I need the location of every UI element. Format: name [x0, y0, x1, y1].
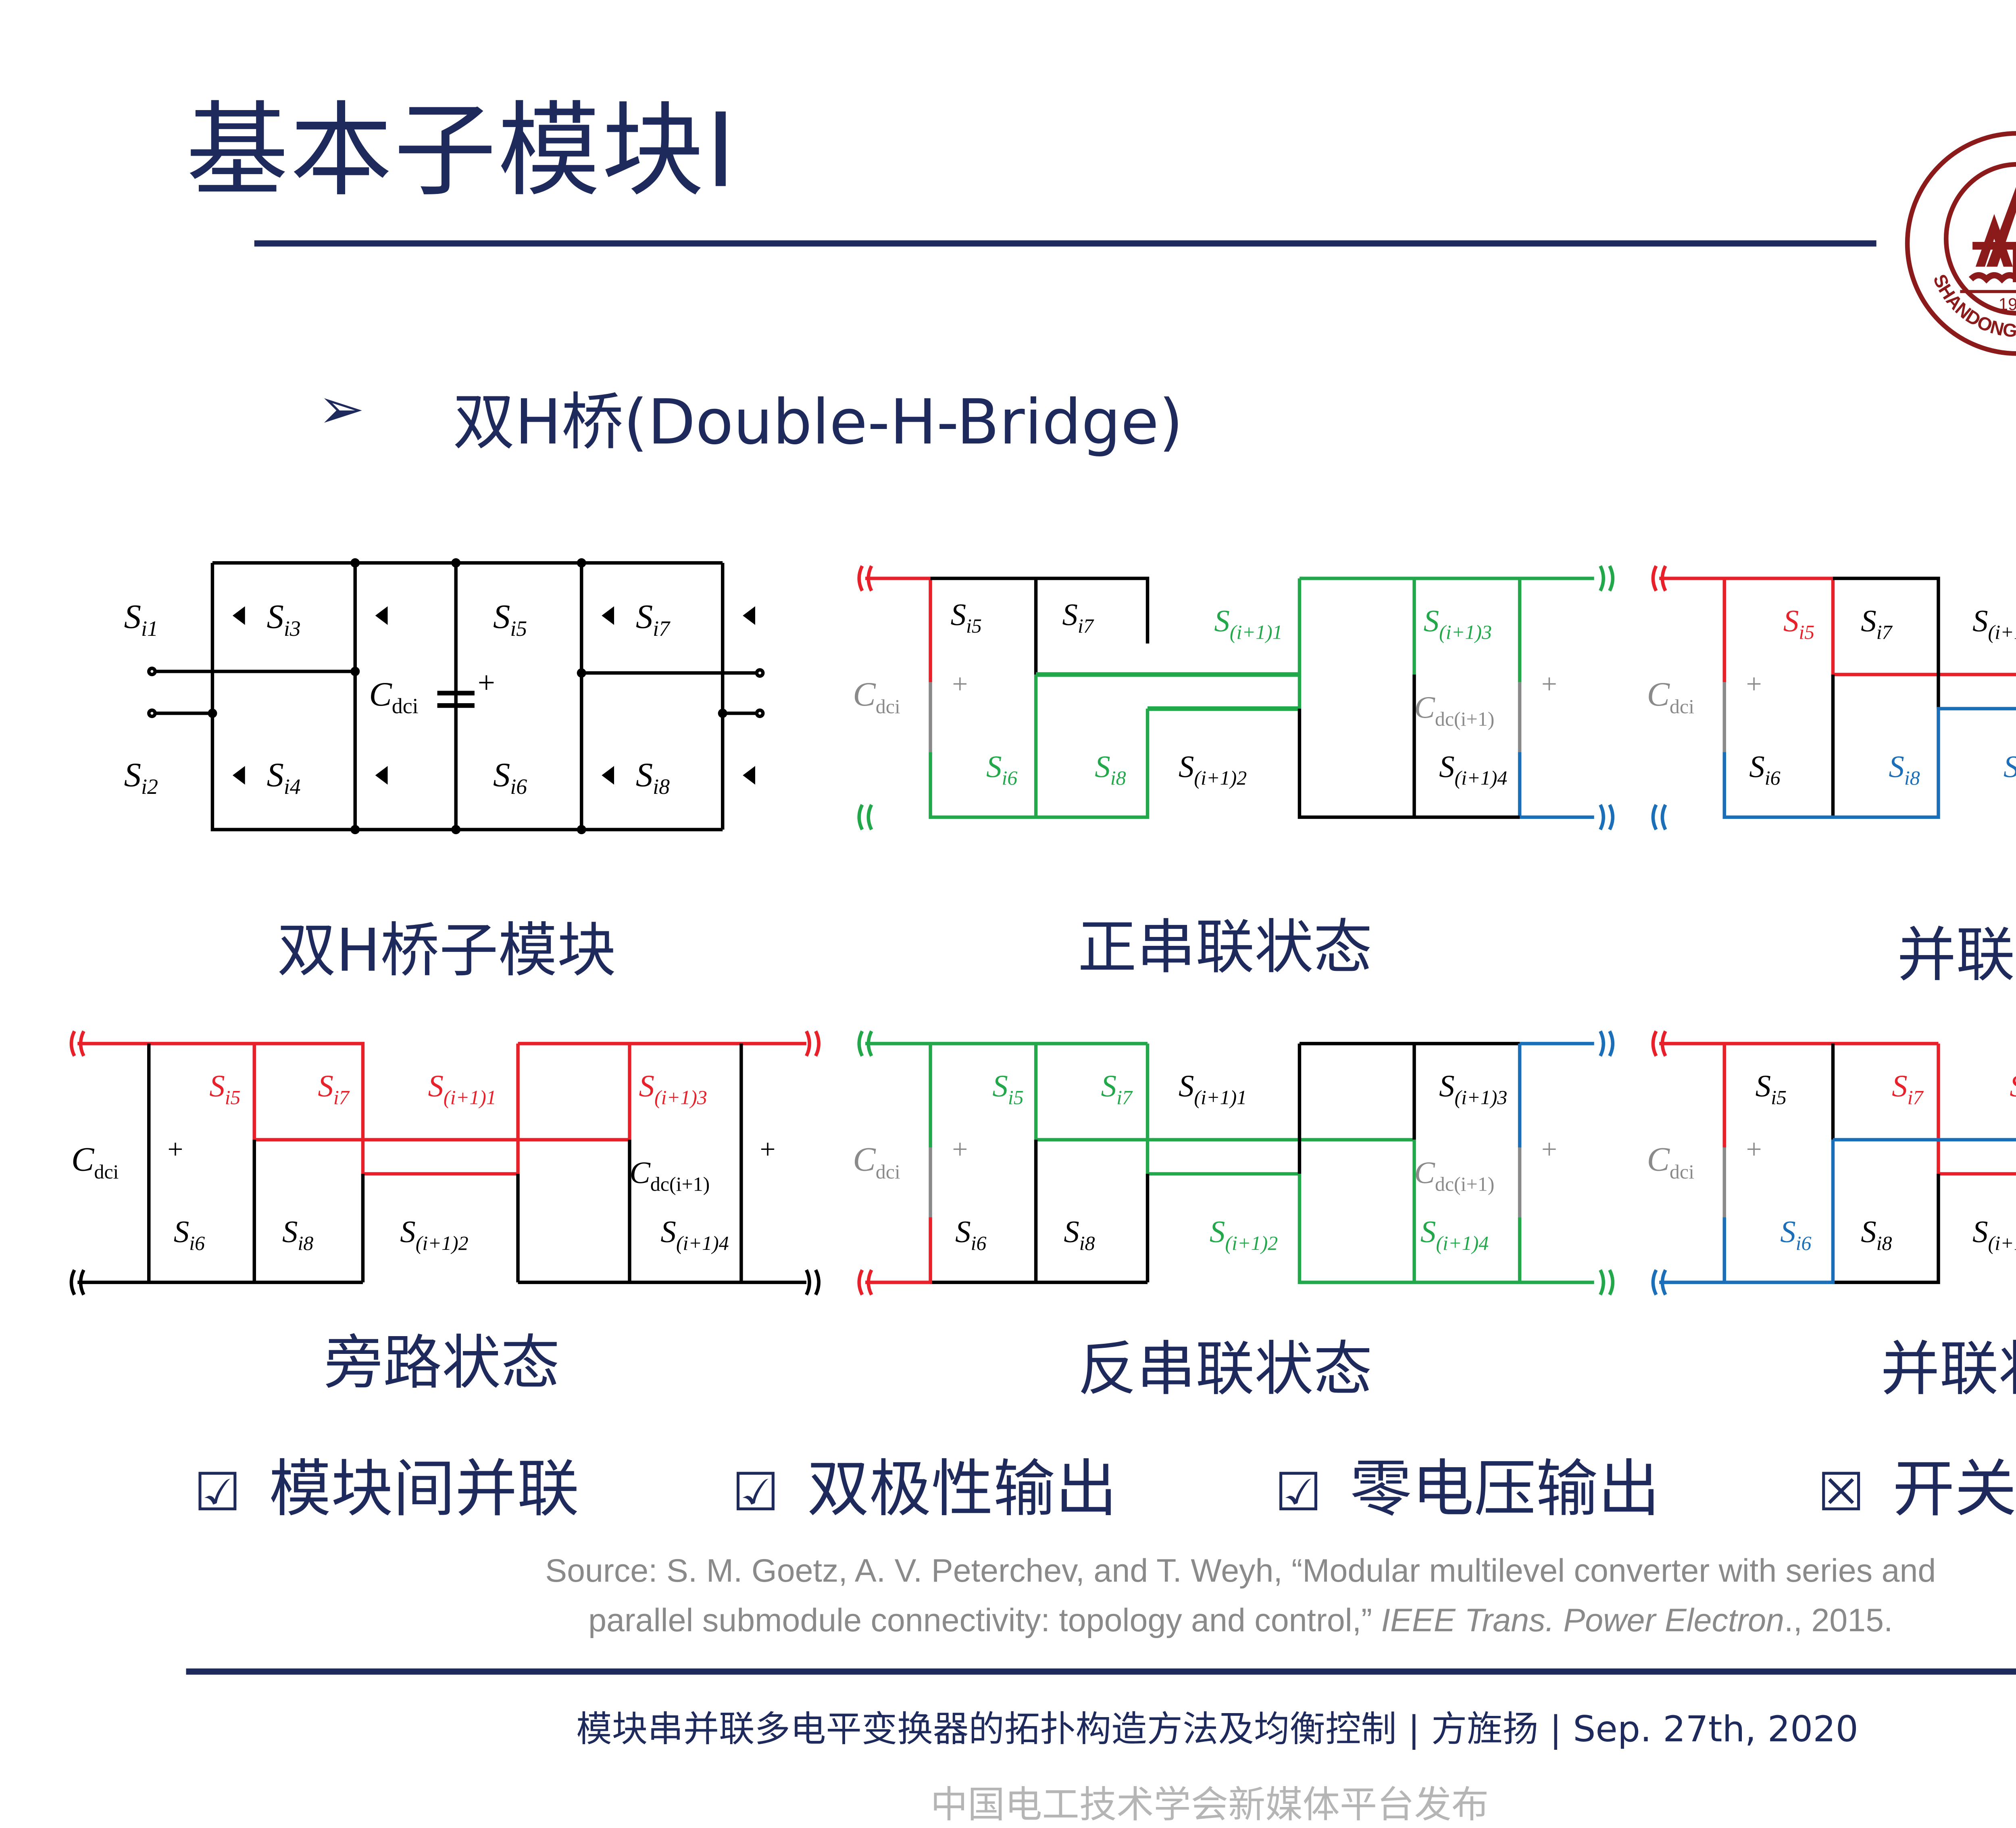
source-citation: Source: S. M. Goetz, A. V. Peterchev, an… — [545, 1553, 1936, 1639]
caption-double-h-bridge: 双H桥子模块 — [277, 916, 616, 985]
watermark: 中国电工技术学会新媒体平台发布 — [930, 1783, 1489, 1827]
svg-text:Si5: Si5 — [1756, 1068, 1787, 1108]
diagram-double-h-bridge: Si1 Si3 Si5 Si7 Si2 Si4 Si6 Si8 Cdci + — [108, 535, 791, 861]
svg-text:1901: 1901 — [1999, 295, 2016, 314]
svg-text:S(i+1)2: S(i+1)2 — [1210, 1214, 1278, 1254]
svg-text:Si4: Si4 — [267, 756, 301, 799]
svg-text:Si5: Si5 — [493, 598, 527, 641]
svg-text:+: + — [952, 1133, 968, 1164]
svg-text:Si8: Si8 — [282, 1214, 313, 1254]
checkbox-checked-icon: ☑ — [194, 1462, 241, 1524]
feature-zero-voltage-output: ☑零电压输出 — [1275, 1454, 1660, 1526]
feature-parallel-between-modules: ☑模块间并联 — [194, 1454, 579, 1526]
arrow-bullet-icon: ➢ — [318, 378, 365, 442]
svg-text:Si2: Si2 — [124, 756, 158, 799]
svg-text:Si6: Si6 — [1780, 1214, 1811, 1254]
svg-text:S(i+1)1: S(i+1)1 — [1972, 603, 2016, 643]
svg-text:Cdci: Cdci — [1647, 1141, 1694, 1183]
svg-text:S(i+1)3: S(i+1)3 — [1424, 603, 1492, 643]
svg-text:S(i+1)2: S(i+1)2 — [1972, 1214, 2016, 1254]
feature-bipolar-output: ☑双极性输出 — [732, 1454, 1117, 1526]
svg-text:Cdci: Cdci — [1647, 676, 1694, 718]
svg-text:Si7: Si7 — [1861, 603, 1893, 643]
svg-text:Cdci: Cdci — [369, 676, 418, 718]
svg-text:S(i+1)4: S(i+1)4 — [660, 1214, 729, 1254]
footer-text: 模块串并联多电平变换器的拓扑构造方法及均衡控制 | 方旌扬 | Sep. 27t… — [576, 1710, 1858, 1751]
shandong-university-logo: 1901 SHANDONG UNIVERSITY — [1901, 127, 2016, 360]
svg-text:+: + — [478, 665, 495, 700]
svg-text:Si7: Si7 — [1892, 1068, 1924, 1108]
svg-text:S(i+1)3: S(i+1)3 — [1439, 1068, 1507, 1108]
svg-text:Si6: Si6 — [174, 1214, 205, 1254]
svg-text:+: + — [1541, 668, 1557, 699]
svg-text:Cdc(i+1): Cdc(i+1) — [629, 1155, 710, 1195]
svg-text:Cdc(i+1): Cdc(i+1) — [1414, 690, 1495, 730]
page-title: 基本子模块I — [186, 91, 737, 211]
feature-many-switches: ☒开关器件多 — [1817, 1454, 2016, 1526]
caption-negative-series: 反串联状态 — [1077, 1335, 1372, 1403]
svg-text:Si8: Si8 — [636, 756, 670, 799]
svg-text:Si5: Si5 — [951, 597, 982, 637]
svg-text:Si8: Si8 — [1861, 1214, 1892, 1254]
diagram-negative-series: Si5 Si7 S(i+1)1 S(i+1)3 Si6 Si8 S(i+1)2 … — [850, 1016, 1625, 1303]
section-subtitle: 双H桥(Double-H-Bridge) — [453, 387, 1183, 459]
checkbox-crossed-icon: ☒ — [1817, 1462, 1865, 1524]
svg-text:Si8: Si8 — [1064, 1214, 1095, 1254]
svg-text:Si7: Si7 — [1101, 1068, 1133, 1108]
svg-text:Si3: Si3 — [267, 598, 301, 641]
footer-divider — [186, 1668, 2016, 1675]
caption-parallel-2: 并联状态II — [1881, 1335, 2016, 1403]
svg-text:Cdc(i+1): Cdc(i+1) — [1414, 1155, 1495, 1195]
title-divider-left — [254, 240, 1876, 247]
svg-text:+: + — [760, 1133, 776, 1164]
svg-text:Si8: Si8 — [1889, 749, 1920, 789]
diagram-parallel-1: Si5 Si7 S(i+1)1 S(i+1)3 Si6 Si8 S(i+1)2 … — [1644, 550, 2016, 837]
diagram-parallel-2: Si5 Si7 S(i+1)1 S(i+1)3 Si6 Si8 S(i+1)2 … — [1644, 1016, 2016, 1303]
svg-text:+: + — [1541, 1133, 1557, 1164]
svg-text:Si6: Si6 — [493, 756, 527, 799]
svg-text:S(i+1)2: S(i+1)2 — [400, 1214, 468, 1254]
svg-text:+: + — [1746, 668, 1762, 699]
svg-text:Si8: Si8 — [1095, 749, 1126, 789]
svg-text:Cdci: Cdci — [853, 1141, 900, 1183]
svg-text:S(i+1)1: S(i+1)1 — [1214, 603, 1282, 643]
svg-text:Si1: Si1 — [124, 598, 158, 641]
svg-text:Si6: Si6 — [955, 1214, 986, 1254]
svg-text:S(i+1)4: S(i+1)4 — [1439, 749, 1507, 789]
svg-text:S(i+1)1: S(i+1)1 — [428, 1068, 496, 1108]
checkbox-checked-icon: ☑ — [732, 1462, 779, 1524]
svg-text:Si7: Si7 — [1062, 597, 1094, 637]
diagram-positive-series: Si5 Si7 S(i+1)1 S(i+1)3 Si6 Si8 S(i+1)2 … — [850, 550, 1625, 837]
svg-text:S(i+1)1: S(i+1)1 — [1179, 1068, 1247, 1108]
svg-text:Si5: Si5 — [209, 1068, 240, 1108]
diagram-bypass: Si5 Si7 S(i+1)1 S(i+1)3 Si6 Si8 S(i+1)2 … — [62, 1016, 837, 1303]
svg-text:Si5: Si5 — [992, 1068, 1023, 1108]
svg-text:S(i+1)3: S(i+1)3 — [639, 1068, 707, 1108]
svg-text:S(i+1)2: S(i+1)2 — [2004, 749, 2016, 789]
svg-text:Cdci: Cdci — [71, 1141, 119, 1183]
svg-text:Cdci: Cdci — [853, 676, 900, 718]
caption-positive-series: 正串联状态 — [1077, 913, 1372, 982]
svg-text:Si7: Si7 — [636, 598, 671, 641]
svg-text:+: + — [167, 1133, 183, 1164]
svg-text:S(i+1)4: S(i+1)4 — [1420, 1214, 1489, 1254]
caption-parallel-1: 并联状态I — [1897, 921, 2016, 989]
svg-text:Si5: Si5 — [1783, 603, 1814, 643]
checkbox-checked-icon: ☑ — [1275, 1462, 1322, 1524]
svg-text:S(i+1)2: S(i+1)2 — [1179, 749, 1247, 789]
svg-text:Si7: Si7 — [318, 1068, 350, 1108]
svg-text:+: + — [952, 668, 968, 699]
svg-text:+: + — [1746, 1133, 1762, 1164]
svg-text:Si6: Si6 — [1749, 749, 1780, 789]
svg-text:Si6: Si6 — [986, 749, 1017, 789]
caption-bypass: 旁路状态 — [324, 1329, 560, 1397]
svg-text:S(i+1)1: S(i+1)1 — [2010, 1068, 2016, 1108]
